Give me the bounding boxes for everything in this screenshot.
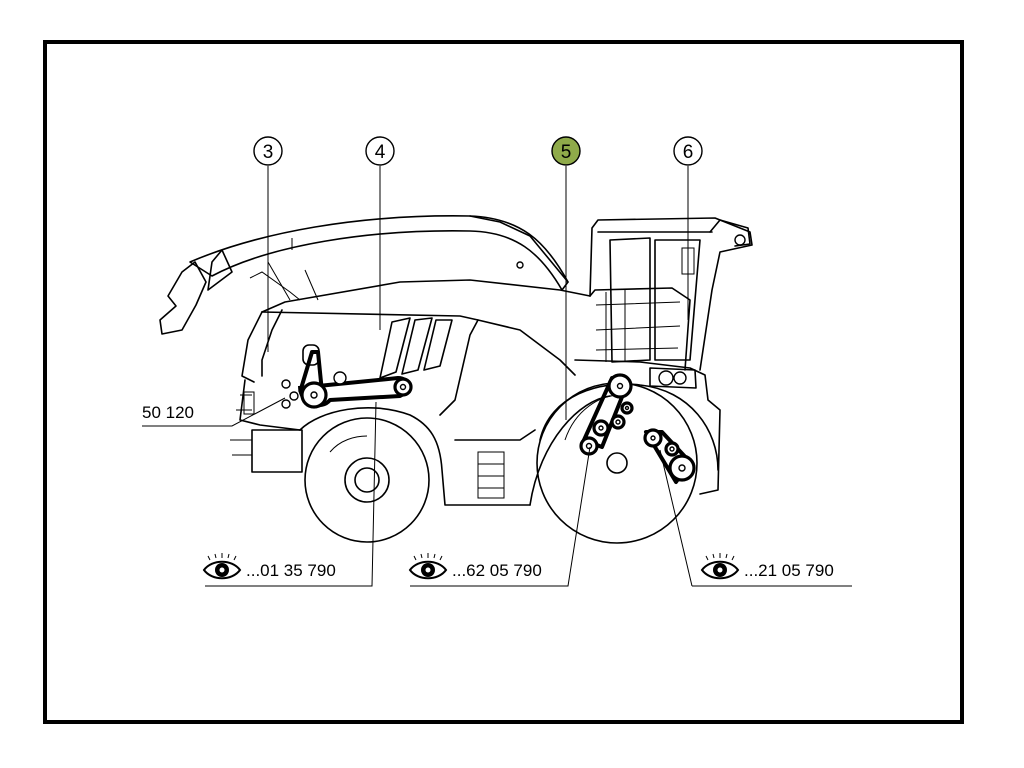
reference-21-05-790[interactable]: ...21 05 790 (700, 553, 834, 580)
eye-icon (408, 553, 448, 580)
belt-drive-rear-right (643, 428, 696, 484)
belt-drive-front (281, 344, 413, 409)
diagram-frame (43, 40, 964, 724)
eye-icon (700, 553, 740, 580)
eye-icon (202, 553, 242, 580)
reference-01-35-790[interactable]: ...01 35 790 (202, 553, 336, 580)
callout-3-label: 3 (263, 142, 274, 163)
reference-label: 50 120 (142, 403, 194, 422)
reference-label: ...21 05 790 (744, 561, 834, 580)
callout-4-label: 4 (375, 142, 386, 163)
callout-leaders (142, 166, 852, 587)
callout-6[interactable]: 6 (673, 136, 703, 166)
reference-50-120[interactable]: 50 120 (142, 403, 194, 422)
belt-drive-rear-left (579, 373, 634, 456)
forage-harvester-outline (159, 215, 753, 544)
callout-5[interactable]: 5 (551, 136, 581, 166)
reference-label: ...62 05 790 (452, 561, 542, 580)
callout-5-label: 5 (561, 142, 572, 163)
callout-3[interactable]: 3 (253, 136, 283, 166)
reference-label: ...01 35 790 (246, 561, 336, 580)
reference-62-05-790[interactable]: ...62 05 790 (408, 553, 542, 580)
callout-6-label: 6 (683, 142, 694, 163)
callout-4[interactable]: 4 (365, 136, 395, 166)
